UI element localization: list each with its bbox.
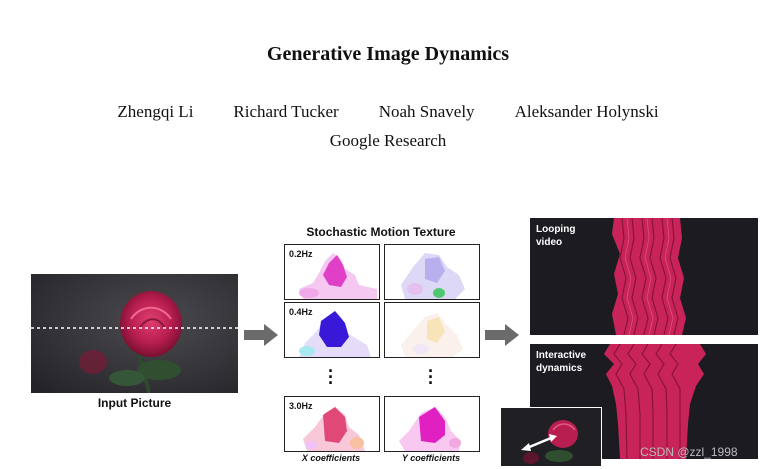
interactive-dynamics-label: Interactive dynamics [536, 350, 587, 374]
author-name: Zhengqi Li [117, 102, 194, 121]
flow-map [299, 311, 371, 357]
flow-map [401, 253, 465, 299]
flow-map [399, 407, 461, 451]
interactive-dynamics-panel: Interactive dynamics [530, 344, 758, 459]
x-coef-tile-3.0hz: 3.0Hz [284, 396, 380, 452]
paper-title: Generative Image Dynamics [266, 43, 510, 65]
rose-photo [31, 274, 238, 393]
input-picture [31, 274, 238, 393]
looping-video-label: Looping video [536, 224, 576, 248]
y-coef-tile-0.4hz [384, 302, 480, 358]
arrow-right-icon [485, 324, 519, 346]
ellipsis-vertical-icon: ··· [328, 361, 334, 393]
frequency-label: 0.2Hz [289, 249, 313, 259]
texture-title: Stochastic Motion Texture [306, 225, 456, 239]
flow-map [299, 253, 377, 299]
ellipsis-vertical-icon: ··· [428, 361, 434, 393]
affiliation: Google Research [329, 131, 447, 150]
rose-drag-thumbnail [501, 408, 601, 466]
flow-map [401, 313, 463, 357]
frequency-label: 0.4Hz [289, 307, 313, 317]
author-name: Noah Snavely [378, 102, 475, 121]
input-picture-label: Input Picture [97, 396, 172, 410]
flow-map [303, 407, 365, 451]
interaction-inset [500, 407, 602, 467]
space-time-slice [530, 218, 758, 335]
y-coef-tile-3.0hz [384, 396, 480, 452]
arrow-right-icon [244, 324, 278, 346]
frequency-label: 3.0Hz [289, 401, 313, 411]
y-coefficients-label: Y coefficients [401, 453, 461, 463]
x-coef-tile-0.4hz: 0.4Hz [284, 302, 380, 358]
looping-video-panel: Looping video [530, 218, 758, 335]
author-name: Aleksander Holynski [514, 102, 659, 121]
watermark: CSDN @zzl_1998 [640, 445, 738, 459]
author-list: Zhengqi Li Richard Tucker Noah Snavely A… [0, 102, 776, 122]
x-coefficients-label: X coefficients [301, 453, 361, 463]
author-name: Richard Tucker [233, 102, 339, 121]
y-coef-tile-0.2hz [384, 244, 480, 300]
x-coef-tile-0.2hz: 0.2Hz [284, 244, 380, 300]
